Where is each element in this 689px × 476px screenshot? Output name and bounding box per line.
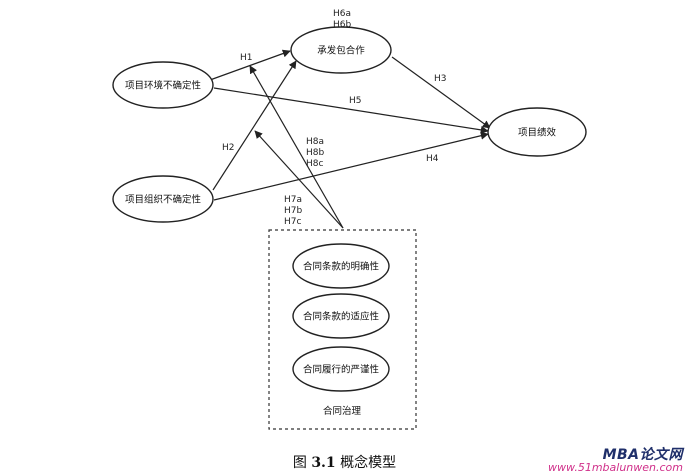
arrow-governance-moderates-h1 [249, 65, 344, 229]
watermark-title: MBA论文网 [602, 447, 683, 463]
h1-label: H1 [240, 53, 253, 63]
h8a-label: H8a [306, 137, 324, 147]
arrow-org-to-cooperation [212, 60, 297, 191]
clause-adaptability-label: 合同条款的适应性 [303, 311, 380, 323]
caption-title: 概念模型 [340, 455, 397, 471]
h8b-label: H8b [306, 148, 324, 158]
clause-clarity-node [292, 243, 390, 289]
cooperation-label: 承发包合作 [317, 45, 365, 57]
caption-number: 3.1 [311, 455, 336, 471]
h6a-label: H6a [333, 9, 351, 19]
clause-clarity-label: 合同条款的明确性 [303, 261, 380, 273]
h8c-label: H8c [306, 159, 323, 169]
env-uncertainty-node [112, 61, 214, 109]
performance-label: 项目绩效 [518, 127, 557, 139]
h4-label: H4 [426, 154, 439, 164]
performance-node [487, 107, 587, 157]
org-uncertainty-label: 项目组织不确定性 [125, 194, 202, 206]
h6b-label: H6b [333, 20, 351, 30]
h5-label: H5 [349, 96, 362, 106]
arrow-cooperation-to-performance [391, 56, 491, 129]
performance-rigor-node [292, 346, 390, 392]
watermark-url: www.51mbalunwen.com [548, 461, 683, 474]
figure-caption: 图 3.1 概念模型 [0, 452, 689, 472]
arrow-org-to-performance [213, 131, 489, 201]
env-uncertainty-label: 项目环境不确定性 [125, 80, 202, 92]
h7b-label: H7b [284, 206, 302, 216]
h3-label: H3 [434, 74, 447, 84]
performance-rigor-label: 合同履行的严谨性 [303, 364, 380, 376]
caption-prefix: 图 [292, 455, 307, 471]
clause-adaptability-node [292, 293, 390, 339]
org-uncertainty-node [112, 175, 214, 223]
arrow-env-to-performance [213, 87, 489, 134]
cooperation-node [290, 26, 392, 74]
h7c-label: H7c [284, 217, 301, 227]
governance-label: 合同治理 [323, 405, 362, 417]
h7a-label: H7a [284, 195, 302, 205]
arrow-governance-moderates-h2 [254, 130, 344, 229]
h2-label: H2 [222, 143, 235, 153]
